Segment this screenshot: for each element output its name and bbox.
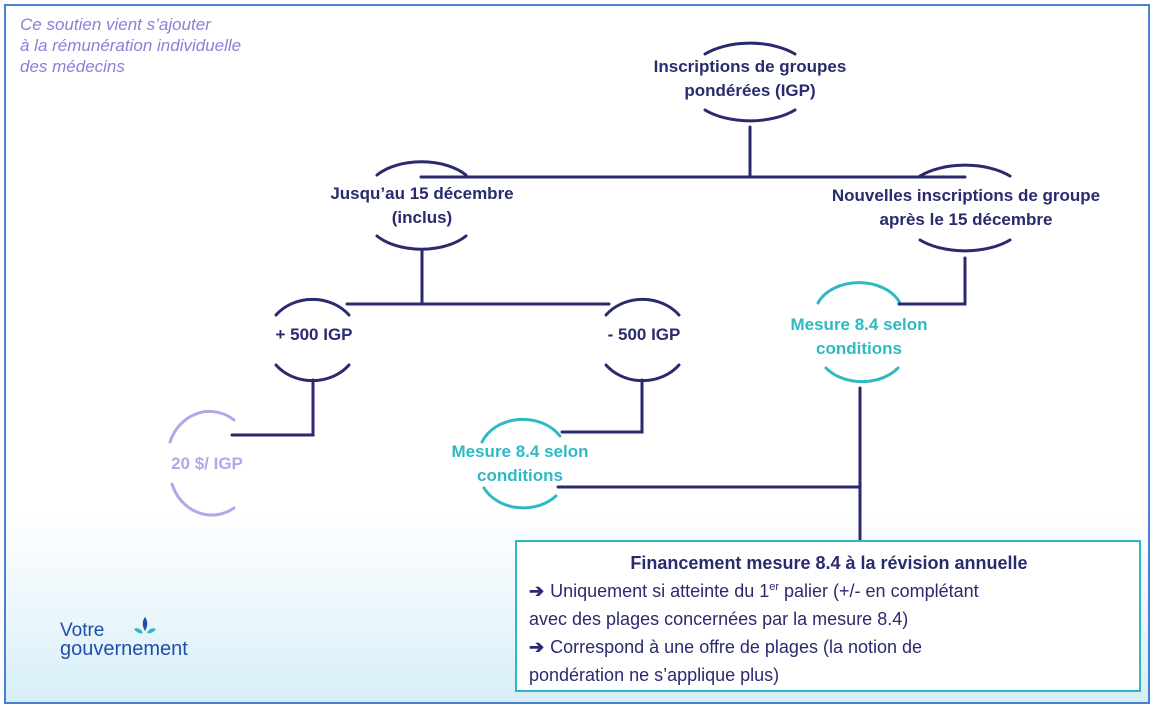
plus-node-top-arc bbox=[274, 297, 351, 317]
rate-node-top-arc bbox=[168, 409, 236, 444]
mesure-mid-bottom-arc bbox=[482, 486, 558, 510]
callout-bullet-1-text: Uniquement si atteinte du 1 bbox=[550, 581, 770, 601]
right-node-line: Nouvelles inscriptions de groupe bbox=[831, 186, 1101, 205]
callout-bullet-2: ➔Correspond à une offre de plages (la no… bbox=[529, 633, 1129, 661]
right-node-top-arc bbox=[918, 163, 1012, 178]
root-node-bottom-arc bbox=[703, 108, 797, 123]
arrow-right-icon: ➔ bbox=[529, 637, 545, 657]
callout-title: Financement mesure 8.4 à la révision ann… bbox=[630, 553, 1028, 573]
root-node-top-arc bbox=[703, 41, 797, 56]
mesure-mid-top-arc bbox=[480, 417, 562, 444]
mesure-mid-node-label: Mesure 8.4 selon conditions bbox=[430, 440, 610, 488]
funding-callout-box: Financement mesure 8.4 à la révision ann… bbox=[515, 540, 1141, 692]
mesure-right-node-line: Mesure 8.4 selon bbox=[790, 315, 928, 334]
arrow-right-icon: ➔ bbox=[529, 581, 545, 601]
rate-node-line: 20 $/ IGP bbox=[171, 454, 243, 473]
right-node-bottom-arc bbox=[918, 238, 1012, 253]
root-node-line: Inscriptions de groupes bbox=[653, 57, 847, 76]
fleur-de-lis-icon bbox=[134, 617, 156, 634]
side-note-line: Ce soutien vient s’ajouter bbox=[20, 15, 211, 34]
callout-bullet-1-continuation: avec des plages concernées par la mesure… bbox=[529, 609, 909, 629]
rate-node-label: 20 $/ IGP bbox=[152, 452, 262, 476]
root-node-label: Inscriptions de groupes pondérées (IGP) bbox=[620, 55, 880, 103]
ordinal-superscript: er bbox=[769, 581, 780, 593]
rate-node-bottom-arc bbox=[170, 482, 236, 517]
connector-right-down bbox=[897, 256, 967, 306]
minus-500-node-line: - 500 IGP bbox=[607, 325, 681, 344]
plus-500-node-label: + 500 IGP bbox=[258, 323, 370, 347]
mesure-right-bottom-arc bbox=[824, 366, 900, 384]
callout-bullet-2-text: Correspond à une offre de plages (la not… bbox=[550, 637, 923, 657]
plus-500-node-line: + 500 IGP bbox=[275, 325, 353, 344]
right-node-label: Nouvelles inscriptions de groupe après l… bbox=[808, 184, 1124, 232]
minus-node-top-arc bbox=[604, 297, 681, 317]
left-node-line: (inclus) bbox=[391, 208, 453, 227]
left-node-top-arc bbox=[375, 160, 468, 177]
minus-500-node-label: - 500 IGP bbox=[588, 323, 700, 347]
mesure-right-node-line: conditions bbox=[816, 339, 902, 358]
left-node-label: Jusqu’au 15 décembre (inclus) bbox=[300, 182, 544, 230]
mesure-right-top-arc bbox=[816, 281, 902, 305]
callout-bullet-2-continuation: pondération ne s’applique plus) bbox=[529, 665, 780, 685]
side-note-line: à la rémunération individuelle bbox=[20, 36, 242, 55]
government-logo: Votre gouvernement bbox=[60, 617, 188, 660]
mesure-mid-node-line: Mesure 8.4 selon bbox=[451, 442, 589, 461]
side-note-line: des médecins bbox=[20, 57, 125, 76]
right-node-line: après le 15 décembre bbox=[879, 210, 1053, 229]
logo-word-gouvernement: gouvernement bbox=[60, 638, 188, 660]
connector-minus-down bbox=[560, 378, 644, 434]
side-note: Ce soutien vient s’ajouter à la rémunéra… bbox=[20, 14, 320, 77]
callout-bullet-1: ➔Uniquement si atteinte du 1er palier (+… bbox=[529, 577, 1129, 605]
mesure-mid-node-line: conditions bbox=[477, 466, 563, 485]
connector-plus-down bbox=[230, 378, 315, 437]
logo-word-votre: Votre bbox=[60, 620, 105, 641]
root-node-line: pondérées (IGP) bbox=[684, 81, 816, 100]
minus-node-bottom-arc bbox=[604, 363, 681, 383]
left-node-bottom-arc bbox=[375, 234, 468, 251]
mesure-right-node-label: Mesure 8.4 selon conditions bbox=[768, 313, 950, 361]
plus-node-bottom-arc bbox=[274, 363, 351, 383]
callout-bullet-1-text-end: palier (+/- en complétant bbox=[779, 581, 979, 601]
left-node-line: Jusqu’au 15 décembre bbox=[330, 184, 514, 203]
